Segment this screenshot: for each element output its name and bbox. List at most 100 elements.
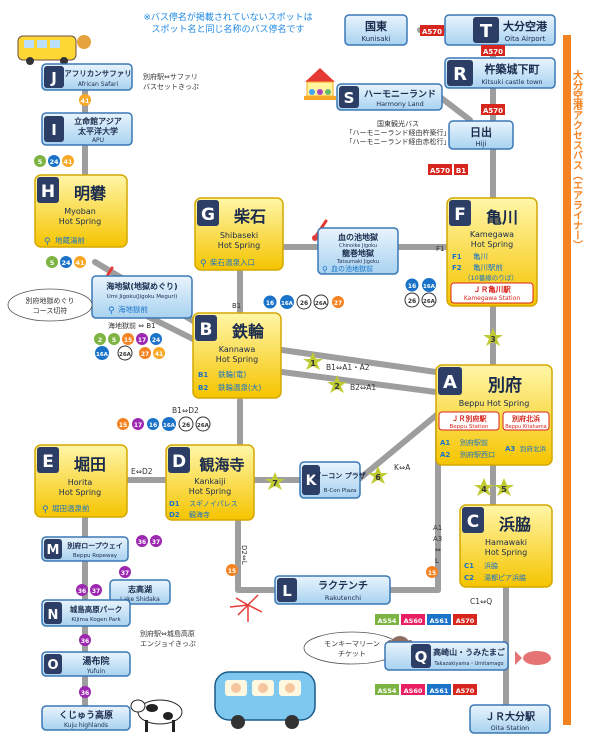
svg-text:F1: F1 <box>452 253 462 261</box>
stop-K[interactable]: K ビーコン プラザ B-Con Plaza <box>299 461 366 499</box>
stop-G-letter: G <box>201 205 215 225</box>
stop-G-en2: Hot Spring <box>218 241 260 250</box>
svg-text:37: 37 <box>152 539 160 546</box>
stop-Q[interactable]: Q 高崎山・うみたまご Takazakiyama・Umitamago <box>384 641 509 671</box>
stop-E-jp: 堀田 <box>74 455 106 474</box>
route-badges-f: 16 16A 26 26A <box>404 278 437 308</box>
stop-C-en2: Hot Spring <box>485 548 527 557</box>
svg-text:L: L <box>435 557 439 565</box>
stop-hiji[interactable]: 日出 Hiji <box>448 120 514 150</box>
route-number-1: 1 <box>303 352 323 370</box>
connector-d2-l: D2⇔L <box>240 545 248 565</box>
stop-T-en: Oita Airport <box>505 35 546 43</box>
stop-M-letter: M <box>47 543 60 558</box>
stop-T[interactable]: T 大分空港 Oita Airport <box>444 14 556 46</box>
stop-M-jp: 別府ロープウェイ <box>66 541 123 550</box>
cow-icon <box>130 699 183 732</box>
stop-A-station1-en: Beppu Station <box>450 424 489 430</box>
stop-umi-jigoku[interactable]: 海地獄(地獄めぐり) Umi Jigoku(Jigoku Meguri) ⚲ 海… <box>91 275 193 319</box>
connector-b1-d2: B1⇔D2 <box>172 406 199 415</box>
stop-shidaka[interactable]: 志高湖 Lake Shidaka <box>109 579 171 605</box>
svg-text:41: 41 <box>75 259 85 267</box>
stop-D[interactable]: D 観海寺 Kankaiji Hot Spring D1 スギノイパレス D2 … <box>165 444 255 521</box>
stop-F-s2b: （10番線のりば） <box>464 273 518 282</box>
stop-kuju[interactable]: くじゅう高原 Kuju highlands <box>41 705 131 731</box>
monkey-ticket-note: モンキーマリーン チケット <box>303 631 401 665</box>
svg-text:26A: 26A <box>315 301 328 307</box>
stop-A-station2-en: Beppu Kitahama <box>505 424 546 430</box>
stop-E-en1: Horita <box>68 478 93 487</box>
svg-text:26A: 26A <box>119 352 132 358</box>
stop-E-en2: Hot Spring <box>59 488 101 497</box>
stop-H[interactable]: H 明礬 Myoban Hot Spring ⚲ 地蔵湯前 <box>34 174 128 248</box>
stop-O[interactable]: O 湯布院 Yufuin <box>41 651 131 677</box>
stop-H-en1: Myoban <box>64 207 96 216</box>
stop-B-jp: 鉄輪 <box>232 322 265 341</box>
svg-text:16A: 16A <box>281 301 294 307</box>
stop-kuju-jp: くじゅう高原 <box>59 709 113 721</box>
safari-ticket-note: 別府駅⇔サファリ バスセットきっぷ <box>143 72 199 91</box>
stop-K-letter: K <box>306 473 318 489</box>
stop-C-c1: 浜脇 <box>484 561 498 570</box>
stop-R[interactable]: R 杵築城下町 Kitsuki castle town <box>444 57 556 89</box>
stop-Q-letter: Q <box>415 648 428 666</box>
stop-umi-busstop: 海地獄前 <box>118 304 148 314</box>
stop-F-station-jp: ＪＲ亀川駅 <box>473 284 511 294</box>
stop-B[interactable]: B 鉄輪 Kannawa Hot Spring B1 鉄輪(竜) B2 鉄輪温泉… <box>192 312 282 399</box>
stop-G[interactable]: G 柴石 Shibaseki Hot Spring ⚲ 柴石温泉入口 <box>194 197 284 271</box>
svg-text:16: 16 <box>149 422 157 429</box>
svg-text:D1: D1 <box>169 500 180 508</box>
note-line-1: ※バス停名が掲載されていないスポットは <box>143 13 313 23</box>
stop-H-busstop: 地蔵湯前 <box>55 235 85 245</box>
stop-G-jp: 柴石 <box>233 207 266 226</box>
stop-chinoike-en2: Tatsumaki Jigoku <box>336 259 379 265</box>
stop-B-en1: Kannawa <box>219 345 256 354</box>
stop-L[interactable]: L ラクテンチ Rakutenchi <box>274 575 391 605</box>
svg-text:36: 36 <box>81 690 89 697</box>
svg-text:D2: D2 <box>169 511 180 519</box>
stop-S[interactable]: S ハーモニーランド Harmony Land <box>336 83 443 111</box>
stop-F[interactable]: F 亀川 Kamegawa Hot Spring F1 亀川 F2 亀川駅前 （… <box>446 197 538 307</box>
connector-a-l: A1 A3 ⇔ L <box>433 524 442 565</box>
kijima-ticket-note: 別府駅⇔城島高原 エンジョイきっぷ <box>140 629 196 648</box>
stop-M[interactable]: M 別府ロープウェイ Beppu Ropeway <box>41 536 129 562</box>
stop-C[interactable]: C 浜脇 Hamawaki Hot Spring C1 浜脇 C2 湯都ピア浜脇 <box>459 504 553 588</box>
route-number-6: 6 <box>368 466 388 484</box>
stop-E-letter: E <box>42 452 54 472</box>
svg-text:2: 2 <box>334 382 340 391</box>
fireworks-icon <box>229 594 263 622</box>
svg-text:C1: C1 <box>464 562 474 570</box>
route-number-2: 2 <box>327 375 347 393</box>
stop-N[interactable]: N 城島高原パーク Kijima Kogen Park <box>41 599 131 627</box>
stop-F-jp: 亀川 <box>486 208 518 227</box>
svg-text:16A: 16A <box>423 284 436 290</box>
route-badge-dl: 15 <box>226 564 238 576</box>
svg-text:15: 15 <box>428 570 436 577</box>
stop-H-letter: H <box>41 182 55 202</box>
svg-text:C2: C2 <box>464 574 474 582</box>
stop-A-station1-jp: ＪＲ別府駅 <box>452 414 488 423</box>
svg-text:AS60: AS60 <box>404 617 423 625</box>
stop-A[interactable]: A 別府 Beppu Hot Spring ＪＲ別府駅 Beppu Statio… <box>435 364 553 466</box>
note-line-2: スポット名と同じ名称のバス停名です <box>151 25 305 35</box>
svg-text:A570: A570 <box>456 617 475 625</box>
route-badges-umi-1: 2 5 15 17 24 <box>94 333 162 345</box>
stop-oita-station[interactable]: ＪＲ大分駅 Oita Station <box>469 704 551 734</box>
stop-E[interactable]: E 堀田 Horita Hot Spring ⚲ 堀田温泉前 <box>34 444 128 518</box>
stop-chinoike-en1: Chinoike Jigoku <box>339 243 377 249</box>
svg-text:A570: A570 <box>422 28 442 36</box>
svg-text:AS54: AS54 <box>378 617 397 625</box>
route-number-5: 5 <box>494 478 514 496</box>
stop-J[interactable]: J アフリカンサファリ African Safari <box>41 63 133 91</box>
svg-text:コース切符: コース切符 <box>33 306 68 315</box>
route-badge-kuju: 36 <box>79 686 91 698</box>
stop-chinoike[interactable]: 血の池地獄 Chinoike Jigoku 龍巻地獄 Tatsumaki Jig… <box>317 227 399 275</box>
stop-B-letter: B <box>200 320 213 340</box>
stop-kunisaki[interactable]: 国東 Kunisaki <box>344 14 408 46</box>
stop-I-en: APU <box>92 137 104 144</box>
stop-O-letter: O <box>47 658 58 673</box>
stop-D-en2: Hot Spring <box>189 487 231 496</box>
stop-N-en: Kijima Kogen Park <box>71 617 121 623</box>
svg-text:36: 36 <box>78 588 86 595</box>
stop-I[interactable]: I 立命館アジア 太平洋大学 APU <box>41 112 133 146</box>
